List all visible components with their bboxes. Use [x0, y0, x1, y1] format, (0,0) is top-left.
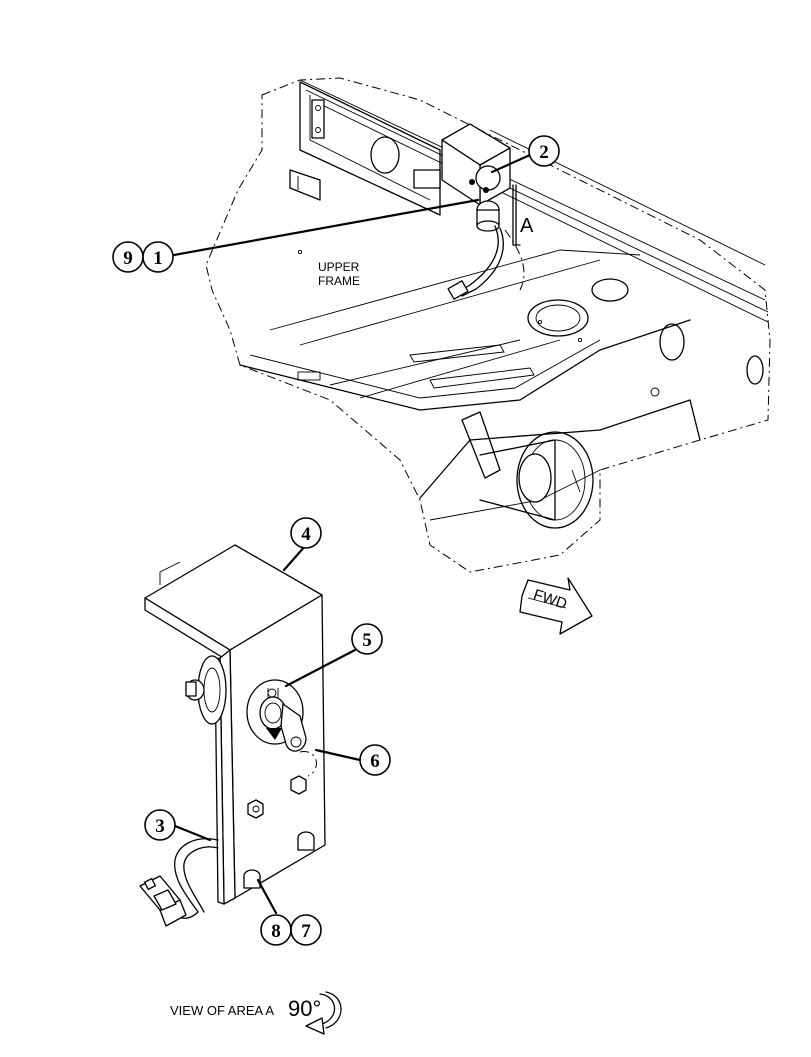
rotation-arrow-icon: [305, 991, 342, 1035]
upper-frame-label-line1: UPPER: [318, 260, 360, 274]
upper-frame-label-line2: FRAME: [318, 274, 360, 288]
forward-arrow: FWD: [519, 577, 593, 635]
callout-balloon: [528, 135, 560, 167]
callout-5: 5: [351, 623, 383, 655]
rotation-label: 90°: [288, 996, 321, 1021]
leader-lines: [172, 153, 532, 915]
callout-number: 2: [539, 142, 549, 163]
callout-number: 5: [362, 630, 372, 651]
callout-7: 7: [290, 914, 322, 946]
callout-2: 2: [528, 135, 560, 167]
callout-number: 1: [153, 248, 163, 269]
callout-4: 4: [290, 517, 322, 549]
callout-1: 1: [142, 241, 174, 273]
callout-9: 9: [112, 241, 144, 273]
callout-balloon: [351, 623, 383, 655]
callout-6: 6: [359, 744, 391, 776]
callout-3: 3: [144, 809, 176, 841]
callout-balloon: [144, 809, 176, 841]
callout-number: 3: [155, 816, 165, 837]
callout-number: 4: [301, 524, 311, 545]
callout-balloon: [290, 914, 322, 946]
callout-number: 9: [123, 248, 133, 269]
view-caption: VIEW OF AREA A: [170, 1003, 274, 1018]
callout-balloon: [290, 517, 322, 549]
upper-frame-drawing: [205, 77, 771, 573]
callout-8: 8: [260, 914, 292, 946]
callout-number: 6: [370, 751, 380, 772]
callout-balloon: [359, 744, 391, 776]
callout-balloon: [142, 241, 174, 273]
detail-view-a-drawing: [139, 544, 326, 927]
callout-number: 7: [301, 921, 311, 942]
callout-number: 8: [271, 921, 281, 942]
view-a-letter: A: [520, 215, 534, 237]
